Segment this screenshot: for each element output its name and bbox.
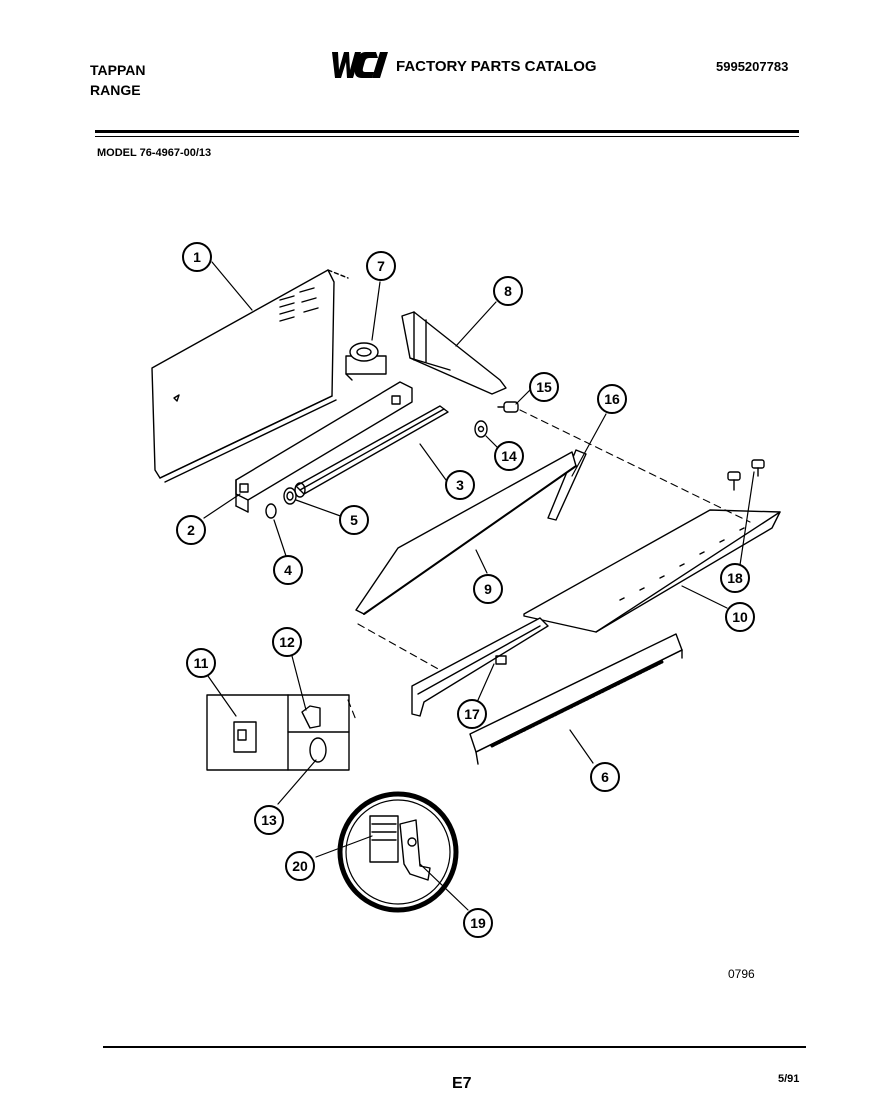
callout-number: 7 — [377, 258, 385, 274]
brand-label: TAPPAN RANGE — [90, 60, 145, 100]
callout-3: 3 — [445, 470, 475, 500]
callout-circle — [720, 563, 750, 593]
callout-20: 20 — [285, 851, 315, 881]
callout-circle — [725, 602, 755, 632]
callout-circle — [339, 505, 369, 535]
wci-logo — [332, 52, 388, 78]
callout-number: 15 — [536, 379, 552, 395]
footer-rule — [103, 1046, 806, 1048]
callout-number: 6 — [601, 769, 609, 785]
callout-circle — [285, 851, 315, 881]
callout-circle — [529, 372, 559, 402]
callout-circle — [494, 441, 524, 471]
header-rule-top — [95, 130, 799, 133]
model-number: MODEL 76-4967-00/13 — [97, 147, 212, 159]
inset-detail-circle — [337, 791, 459, 913]
callout-circle — [597, 384, 627, 414]
callout-circle — [182, 242, 212, 272]
callout-circle — [366, 251, 396, 281]
callout-14: 14 — [494, 441, 524, 471]
page-code: E7 — [452, 1075, 472, 1092]
callout-number: 3 — [456, 477, 464, 493]
callout-number: 4 — [284, 562, 292, 578]
catalog-number: 5995207783 — [716, 59, 789, 74]
callout-number: 8 — [504, 283, 512, 299]
callout-number: 20 — [292, 858, 308, 874]
callout-number: 17 — [464, 706, 480, 722]
callout-circle — [273, 555, 303, 585]
callout-10: 10 — [725, 602, 755, 632]
catalog-title: FACTORY PARTS CATALOG — [396, 58, 597, 75]
part-collar — [283, 487, 297, 505]
assembly-lines — [347, 409, 751, 721]
part-tube — [294, 405, 449, 498]
callout-13: 13 — [254, 805, 284, 835]
callout-15: 15 — [529, 372, 559, 402]
header-rule-bottom — [95, 136, 799, 137]
callout-number: 11 — [194, 655, 209, 671]
callout-17: 17 — [457, 699, 487, 729]
callout-number: 18 — [727, 570, 743, 586]
callout-number: 16 — [604, 391, 620, 407]
callout-number: 1 — [193, 249, 201, 265]
callout-8: 8 — [493, 276, 523, 306]
callout-number: 5 — [350, 512, 358, 528]
part-back-panel — [151, 269, 349, 483]
part-screws — [727, 459, 765, 491]
callout-12: 12 — [272, 627, 302, 657]
callout-circle — [272, 627, 302, 657]
brand-name: TAPPAN — [90, 62, 146, 78]
callout-7: 7 — [366, 251, 396, 281]
callout-16: 16 — [597, 384, 627, 414]
callout-circle — [445, 470, 475, 500]
callout-number: 14 — [501, 448, 517, 464]
part-switch — [345, 342, 387, 381]
part-front-rail — [235, 381, 413, 513]
callout-11: 11 — [186, 648, 216, 678]
part-grommet — [497, 401, 519, 413]
callout-circle — [254, 805, 284, 835]
part-panel — [355, 451, 577, 615]
callout-circle — [186, 648, 216, 678]
part-clip — [474, 420, 488, 438]
callout-circle — [493, 276, 523, 306]
callout-number: 13 — [261, 812, 277, 828]
callout-5: 5 — [339, 505, 369, 535]
callout-number: 19 — [470, 915, 486, 931]
parts-kit-box — [206, 694, 350, 771]
callout-circle — [473, 574, 503, 604]
callout-circle — [176, 515, 206, 545]
drawing-code: 0796 — [728, 967, 755, 981]
part-vent-grille — [469, 633, 683, 765]
callout-4: 4 — [273, 555, 303, 585]
callout-9: 9 — [473, 574, 503, 604]
callout-19: 19 — [463, 908, 493, 938]
callout-circle — [463, 908, 493, 938]
callout-number: 12 — [279, 634, 295, 650]
leader-lines — [203, 261, 755, 911]
callout-number: 2 — [187, 522, 195, 538]
part-slide-rail — [411, 617, 549, 717]
callout-6: 6 — [590, 762, 620, 792]
callout-2: 2 — [176, 515, 206, 545]
callout-circle — [457, 699, 487, 729]
part-bracket — [401, 311, 507, 395]
callout-number: 10 — [732, 609, 748, 625]
part-ring — [265, 503, 277, 519]
callout-18: 18 — [720, 563, 750, 593]
callout-1: 1 — [182, 242, 212, 272]
date-code: 5/91 — [778, 1073, 800, 1085]
product-type: RANGE — [90, 82, 141, 98]
part-tray — [523, 509, 781, 633]
callout-circle — [590, 762, 620, 792]
callout-number: 9 — [484, 581, 492, 597]
